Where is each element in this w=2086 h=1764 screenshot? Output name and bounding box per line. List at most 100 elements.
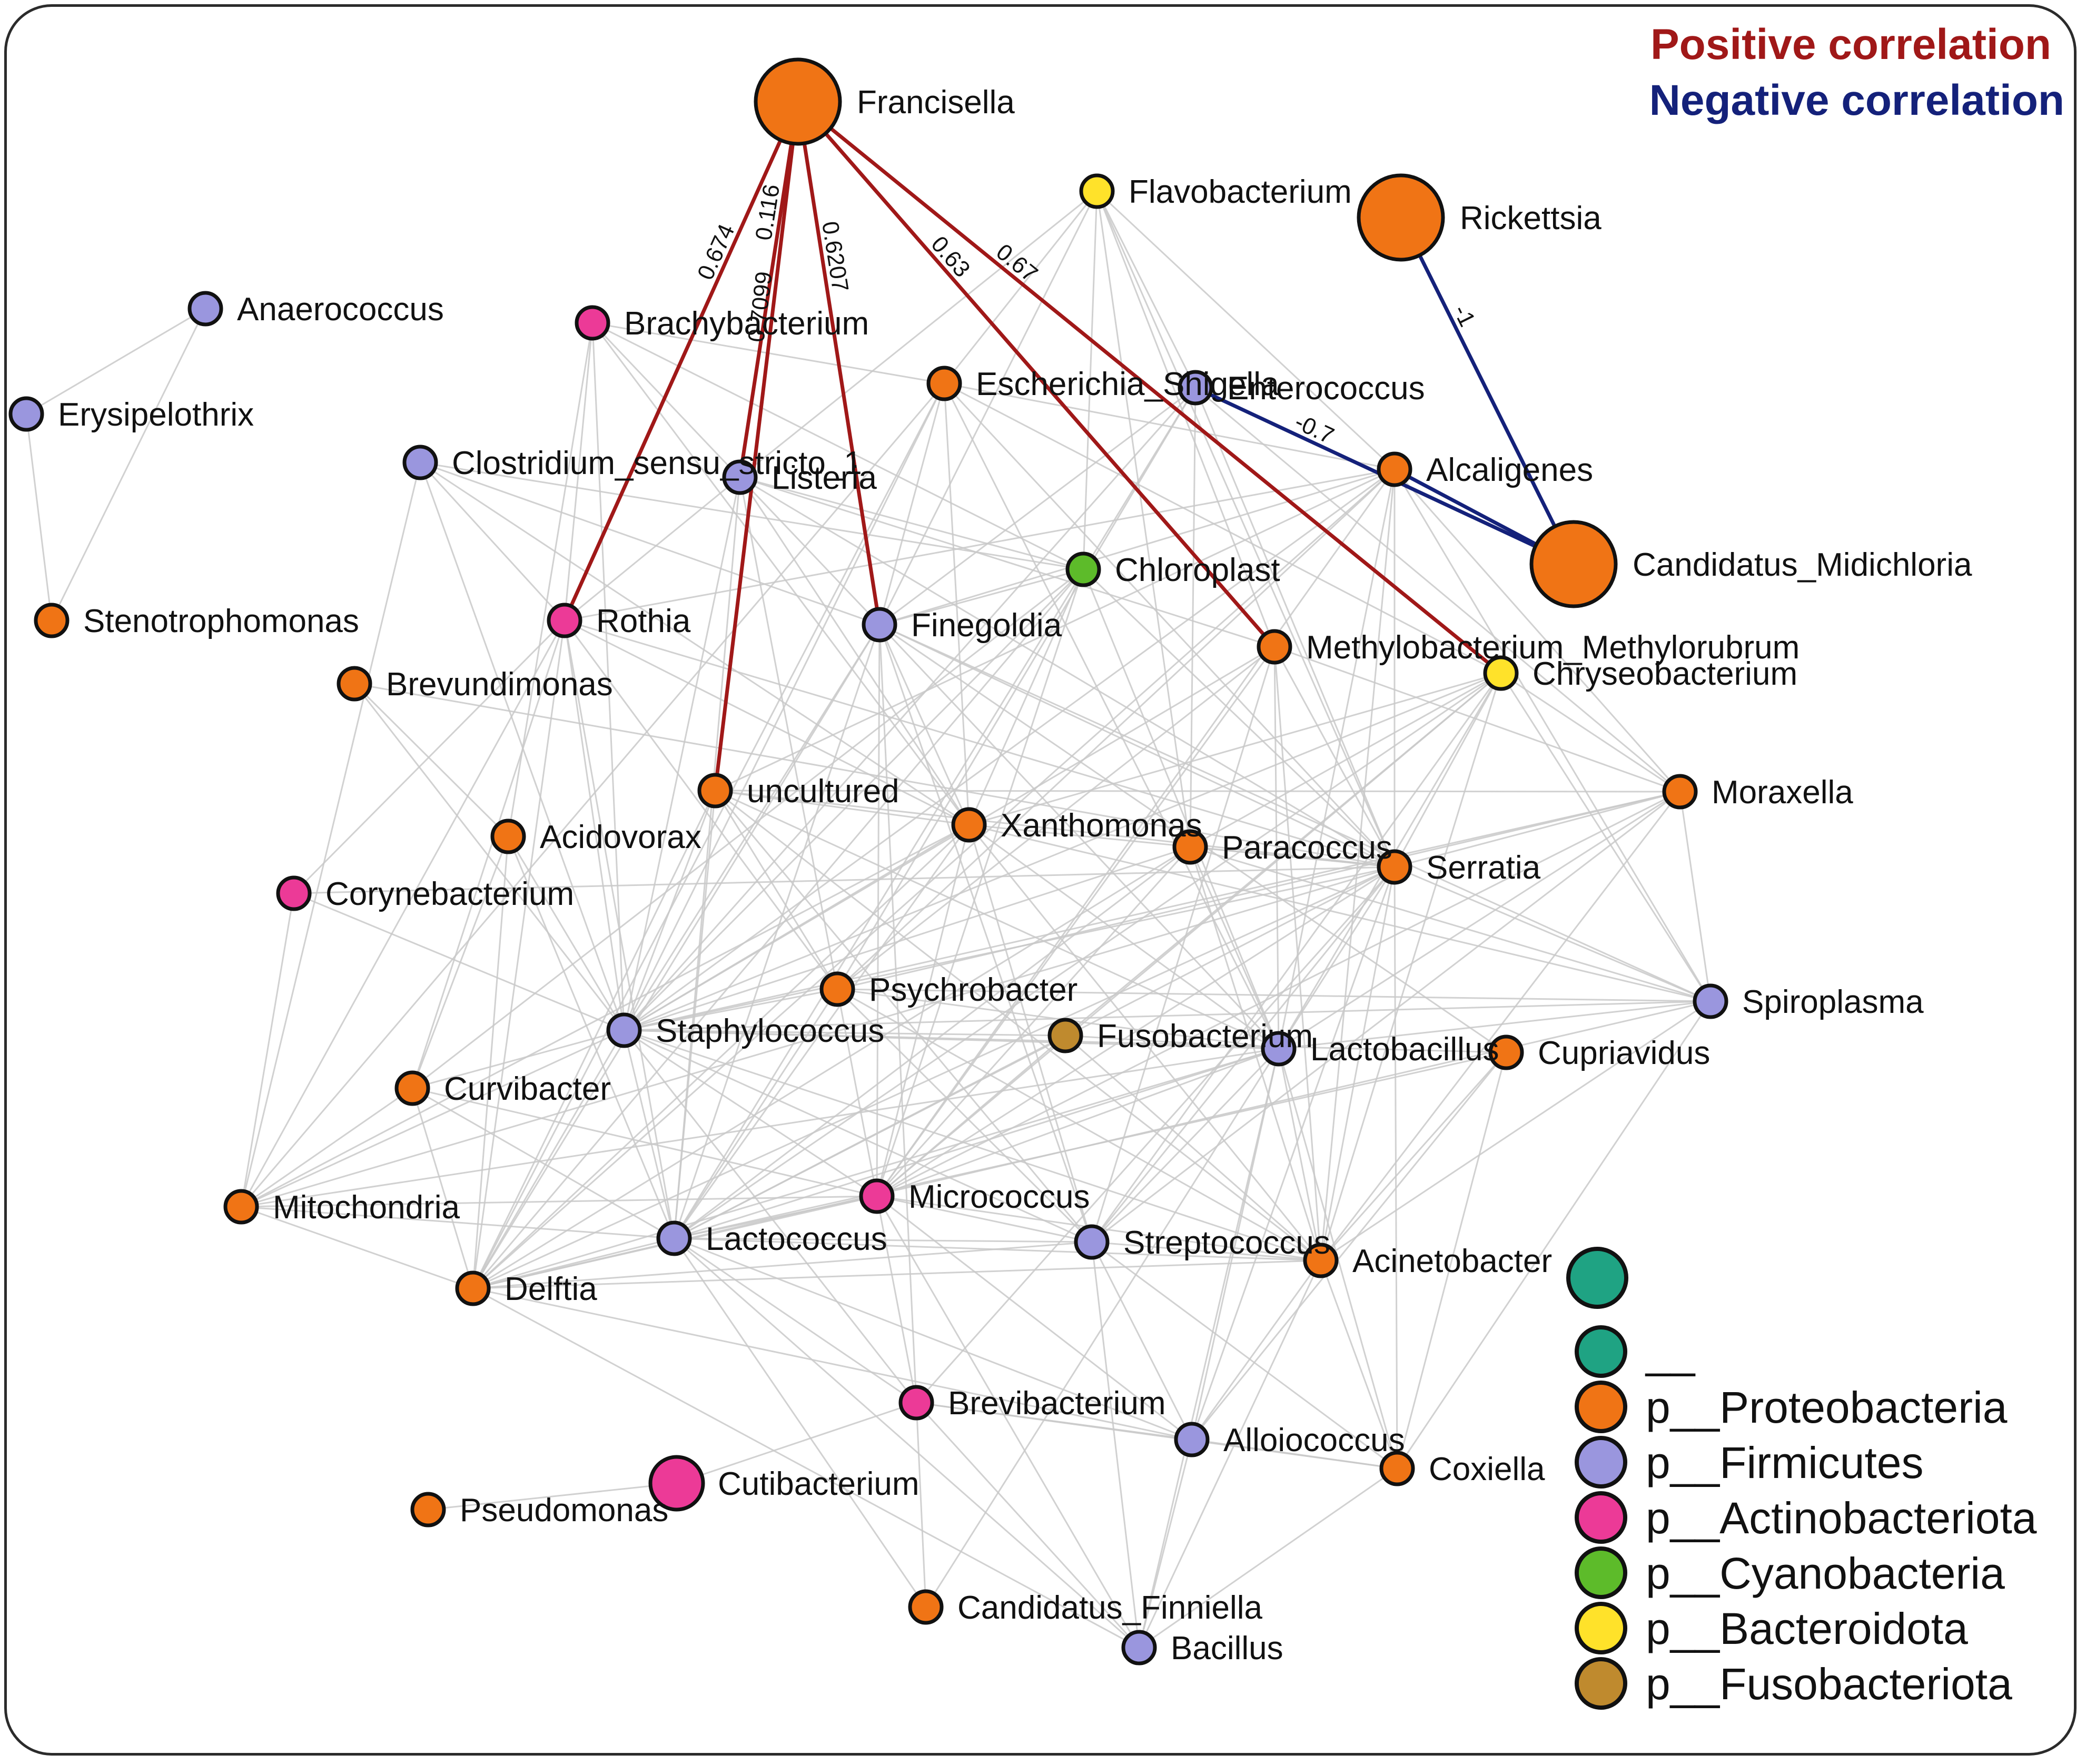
network-edge [564, 468, 1395, 622]
node-micrococcus[interactable] [859, 1178, 895, 1214]
positive-correlation-edge [713, 101, 800, 791]
network-edge [836, 988, 1093, 1243]
network-edge [674, 1237, 1092, 1243]
node-label: Candidatus_Midichloria [1633, 547, 1972, 583]
edge-weight-label: -1 [1448, 301, 1480, 331]
node-label: Paracoccus [1222, 830, 1392, 866]
network-edge [876, 1195, 1192, 1441]
legend-phylum-label: p__Actinobacteriota [1646, 1493, 2037, 1543]
node-fusobacterium[interactable] [1047, 1018, 1083, 1053]
network-edge [673, 1238, 927, 1608]
node-uncultured[interactable] [697, 773, 733, 809]
network-edge [1393, 866, 1398, 1469]
node-moraxella[interactable] [1662, 774, 1698, 810]
node-francisella[interactable] [754, 57, 842, 146]
network-edge [353, 683, 509, 837]
network-edge [1273, 646, 1280, 1049]
network-edge [564, 619, 1395, 868]
unclassified-node[interactable] [1566, 1247, 1628, 1309]
node-xanthomonas[interactable] [951, 807, 987, 843]
node-escherichia-shigella[interactable] [926, 366, 962, 401]
network-edge [674, 1051, 1507, 1239]
network-edge [1320, 1000, 1711, 1262]
node-rickettsia[interactable] [1357, 173, 1445, 262]
network-edge [1396, 1001, 1712, 1469]
node-alloiococcus[interactable] [1174, 1422, 1210, 1457]
network-edge [240, 620, 566, 1207]
node-mitochondria[interactable] [223, 1189, 259, 1225]
node-label: Acinetobacter [1352, 1243, 1552, 1279]
network-edge [714, 790, 1093, 1243]
network-edge [674, 1237, 917, 1404]
network-edge [472, 1287, 1140, 1649]
node-erysipelothrix[interactable] [8, 396, 44, 432]
network-edge [624, 988, 838, 1031]
node-bacillus[interactable] [1121, 1630, 1157, 1666]
network-edge [673, 989, 838, 1239]
node-acidovorax[interactable] [490, 819, 526, 854]
node-label: Alloiococcus [1223, 1422, 1405, 1458]
node-label: Psychrobacter [869, 972, 1077, 1008]
node-lactobacillus[interactable] [1261, 1031, 1297, 1067]
node-candidatus-finniella[interactable] [908, 1589, 944, 1625]
node-psychrobacter[interactable] [819, 971, 855, 1007]
node-chryseobacterium[interactable] [1483, 655, 1519, 691]
node-spiroplasma[interactable] [1693, 983, 1728, 1019]
network-edge [624, 1029, 1092, 1243]
node-brevibacterium[interactable] [898, 1385, 934, 1421]
network-edge [507, 836, 675, 1239]
node-rothia[interactable] [547, 603, 582, 638]
node-cupriavidus[interactable] [1488, 1034, 1524, 1070]
network-edge [915, 1402, 1140, 1649]
network-edge [876, 1048, 1279, 1197]
node-pseudomonas[interactable] [410, 1492, 446, 1528]
node-chloroplast[interactable] [1065, 551, 1101, 587]
node-brevundimonas[interactable] [337, 666, 372, 702]
node-curvibacter[interactable] [394, 1070, 430, 1106]
network-edge [944, 382, 1395, 470]
edge-weight-label: -0.7 [1291, 409, 1338, 449]
network-edge [836, 468, 1396, 990]
legend-swatch [1575, 1602, 1627, 1654]
node-alcaligenes[interactable] [1377, 451, 1412, 487]
legend-swatch [1575, 1546, 1627, 1599]
network-edge [879, 387, 1196, 626]
node-delftia[interactable] [455, 1270, 491, 1306]
network-edge [1096, 191, 1197, 388]
node-paracoccus[interactable] [1172, 829, 1208, 865]
network-edge [1190, 672, 1501, 848]
node-candidatus-midichloria[interactable] [1529, 520, 1618, 608]
negative-correlation-edge [1399, 216, 1576, 565]
node-corynebacterium[interactable] [276, 875, 312, 911]
node-label: Anaerococcus [237, 291, 444, 328]
node-label: Staphylococcus [656, 1013, 884, 1049]
network-edge [876, 1195, 1092, 1243]
network-edge [1082, 569, 1280, 1049]
network-edge [472, 1259, 1321, 1289]
node-brachybacterium[interactable] [575, 305, 610, 341]
node-flavobacterium[interactable] [1079, 173, 1115, 209]
node-coxiella[interactable] [1379, 1451, 1415, 1486]
network-edge [837, 646, 1275, 990]
node-enterococcus[interactable] [1178, 370, 1213, 406]
legend-phylum-label: __ [1645, 1327, 1696, 1377]
node-methylobacterium-methylorubrum[interactable] [1257, 629, 1292, 665]
node-listeria[interactable] [722, 459, 758, 495]
network-edge [241, 1029, 625, 1208]
network-edge [420, 461, 880, 626]
node-label: Francisella [857, 84, 1015, 121]
node-staphylococcus[interactable] [606, 1012, 642, 1048]
node-streptococcus[interactable] [1074, 1224, 1110, 1260]
edge-weight-label: 0.674 [693, 220, 740, 284]
node-acinetobacter[interactable] [1303, 1243, 1339, 1278]
node-anaerococcus[interactable] [187, 291, 223, 327]
node-serratia[interactable] [1377, 849, 1412, 885]
node-lactococcus[interactable] [656, 1220, 692, 1256]
node-clostridium-sensu-stricto-1[interactable] [402, 445, 438, 480]
node-finegoldia[interactable] [862, 607, 897, 643]
node-label: Enterococcus [1227, 370, 1425, 407]
node-cutibacterium[interactable] [648, 1455, 705, 1512]
node-stenotrophomonas[interactable] [34, 603, 70, 638]
network-edge [1189, 846, 1280, 1049]
node-label: Flavobacterium [1129, 174, 1352, 210]
